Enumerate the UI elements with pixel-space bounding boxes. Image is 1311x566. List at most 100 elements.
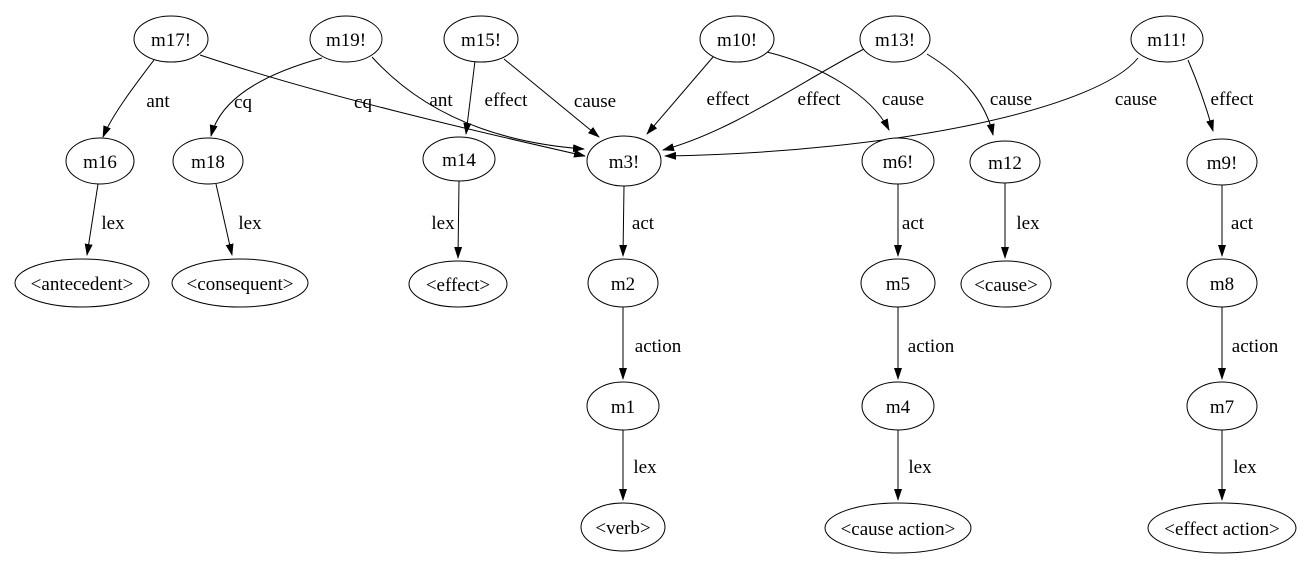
edge-m12-cause-label: lex bbox=[1016, 213, 1040, 234]
edge-m12-cause: lex bbox=[1001, 183, 1040, 259]
node-m7-label: m7 bbox=[1210, 397, 1234, 418]
edge-m18-consequent: lex bbox=[215, 183, 262, 256]
edge-m10-m3-line bbox=[646, 56, 714, 135]
node-m8: m8 bbox=[1186, 258, 1258, 308]
edge-m16-antecedent-line bbox=[84, 183, 99, 256]
edge-m13-m3-line bbox=[662, 48, 865, 151]
edge-m19-m18: cq bbox=[209, 57, 323, 137]
node-m13-label: m13! bbox=[875, 30, 915, 51]
node-m17: m17! bbox=[133, 15, 209, 63]
node-m14: m14 bbox=[422, 136, 496, 182]
node-m10-label: m10! bbox=[717, 30, 757, 51]
edge-m4-cause_action-label: lex bbox=[908, 457, 932, 478]
node-m1-label: m1 bbox=[611, 397, 635, 418]
edge-m2-m1: action bbox=[619, 307, 682, 380]
node-m14-label: m14 bbox=[442, 150, 476, 171]
edge-m13-m12-line bbox=[926, 53, 995, 136]
node-m18: m18 bbox=[172, 137, 244, 185]
edge-m13-m12-label: cause bbox=[990, 89, 1032, 110]
node-m4: m4 bbox=[861, 381, 935, 431]
edge-m11-m9-line bbox=[1187, 59, 1214, 132]
edge-m16-antecedent: lex bbox=[84, 183, 125, 256]
edge-m15-m3-label: cause bbox=[574, 91, 616, 112]
edge-m13-m12: cause bbox=[926, 53, 1032, 136]
node-m10: m10! bbox=[699, 15, 775, 63]
node-antecedent-shape bbox=[14, 258, 150, 308]
edge-m19-m3: ant bbox=[371, 56, 585, 153]
node-m5-shape bbox=[860, 258, 936, 308]
edge-m8-m7: action bbox=[1218, 307, 1279, 380]
node-effect-label: <effect> bbox=[426, 275, 490, 296]
node-m1: m1 bbox=[586, 381, 660, 431]
edge-m13-m3-label: effect bbox=[798, 89, 842, 110]
node-m7: m7 bbox=[1186, 381, 1258, 431]
node-m8-shape bbox=[1186, 258, 1258, 308]
edge-m2-m1-label: action bbox=[635, 336, 682, 357]
node-m9-label: m9! bbox=[1207, 153, 1238, 174]
node-cause: <cause> bbox=[960, 260, 1052, 308]
edge-m17-m3: cq bbox=[199, 54, 586, 158]
node-m13: m13! bbox=[859, 15, 931, 63]
edge-m9-m8: act bbox=[1218, 185, 1254, 257]
node-m6: m6! bbox=[861, 137, 935, 185]
node-m14-shape bbox=[422, 136, 496, 182]
node-consequent: <consequent> bbox=[171, 258, 309, 308]
node-m8-label: m8 bbox=[1210, 274, 1234, 295]
node-cause_action: <cause action> bbox=[824, 502, 972, 554]
edge-m17-m16: ant bbox=[102, 59, 170, 138]
edge-m15-m14-line bbox=[463, 60, 476, 135]
node-m12-label: m12 bbox=[988, 153, 1022, 174]
node-m6-shape bbox=[861, 137, 935, 185]
node-effect_action: <effect action> bbox=[1147, 502, 1297, 554]
node-m12-shape bbox=[969, 140, 1041, 184]
node-m19: m19! bbox=[309, 15, 383, 63]
edge-m10-m3: effect bbox=[646, 56, 750, 135]
edge-m3-m2: act bbox=[619, 185, 655, 257]
node-m18-label: m18 bbox=[191, 152, 225, 173]
edge-m1-verb-label: lex bbox=[633, 457, 657, 478]
node-m19-label: m19! bbox=[326, 30, 366, 51]
edge-m17-m16-line bbox=[102, 59, 155, 138]
node-consequent-shape bbox=[171, 258, 309, 308]
node-verb: <verb> bbox=[580, 502, 666, 552]
edge-m6-m5: act bbox=[894, 184, 925, 257]
node-effect: <effect> bbox=[408, 260, 508, 308]
node-cause_action-label: <cause action> bbox=[841, 519, 956, 540]
node-verb-shape bbox=[580, 502, 666, 552]
node-verb-label: <verb> bbox=[595, 518, 650, 539]
node-m16: m16 bbox=[65, 137, 135, 185]
node-m17-shape bbox=[133, 15, 209, 63]
node-m15-shape bbox=[443, 15, 519, 63]
edge-m3-m2-label: act bbox=[632, 213, 655, 234]
edge-m19-m18-line bbox=[209, 57, 323, 137]
node-m7-shape bbox=[1186, 381, 1258, 431]
node-antecedent: <antecedent> bbox=[14, 258, 150, 308]
edge-m14-effect-label: lex bbox=[431, 213, 455, 234]
node-effect-shape bbox=[408, 260, 508, 308]
node-m1-shape bbox=[586, 381, 660, 431]
node-m6-label: m6! bbox=[883, 152, 914, 173]
edge-m8-m7-label: action bbox=[1232, 336, 1279, 357]
node-m16-shape bbox=[65, 137, 135, 185]
node-m15: m15! bbox=[443, 15, 519, 63]
node-effect_action-shape bbox=[1147, 502, 1297, 554]
edge-m16-antecedent-label: lex bbox=[101, 213, 125, 234]
edge-m17-m3-label: cq bbox=[354, 92, 372, 113]
edge-m1-verb: lex bbox=[619, 430, 657, 501]
edge-m17-m3-line bbox=[199, 54, 586, 158]
edge-m15-m14-label: effect bbox=[485, 90, 529, 111]
node-m18-shape bbox=[172, 137, 244, 185]
edge-m10-m6: cause bbox=[766, 51, 924, 131]
node-cause-label: <cause> bbox=[974, 275, 1038, 296]
edge-m7-effect_action-label: lex bbox=[1233, 457, 1257, 478]
node-m5: m5 bbox=[860, 258, 936, 308]
edge-m10-m6-line bbox=[766, 51, 890, 131]
edge-m11-m9-label: effect bbox=[1211, 89, 1255, 110]
edge-m10-m6-label: cause bbox=[882, 89, 924, 110]
edge-m9-m8-label: act bbox=[1231, 213, 1254, 234]
edge-m19-m18-label: cq bbox=[234, 92, 252, 113]
